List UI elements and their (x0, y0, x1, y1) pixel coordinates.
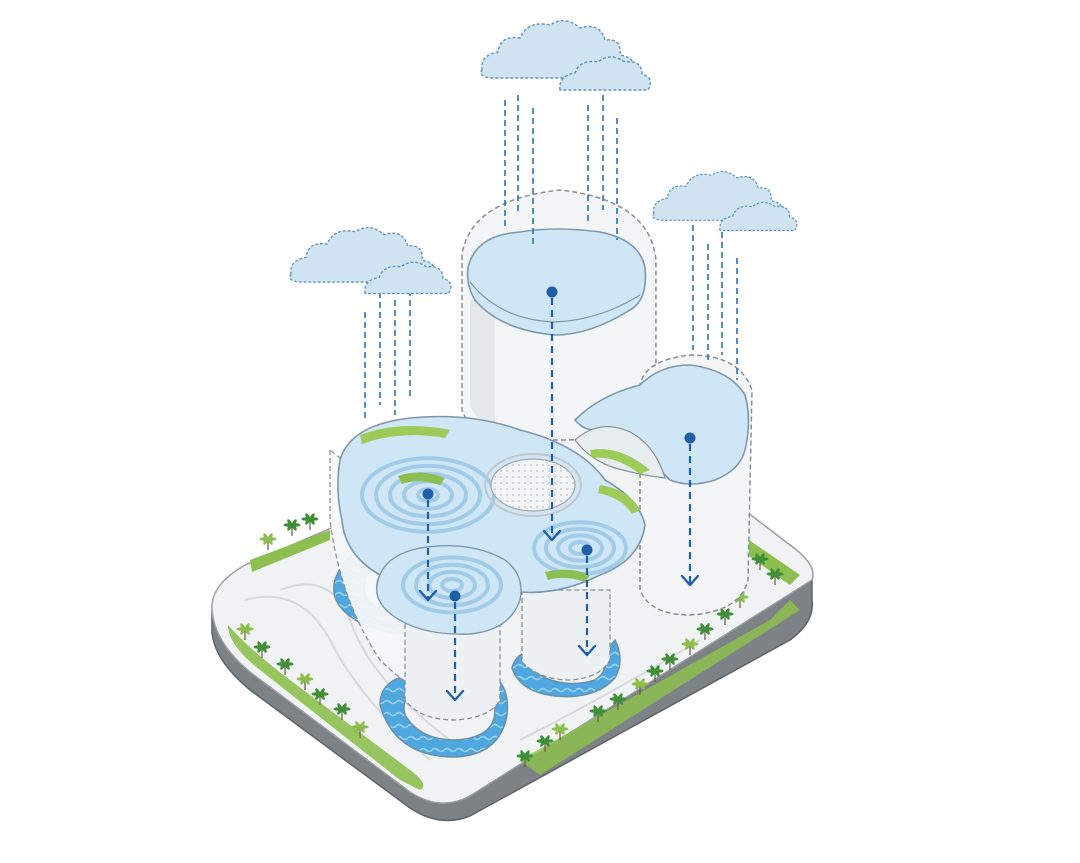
palm-tree-icon (236, 623, 254, 640)
palm-tree-icon (301, 513, 319, 530)
column-mid (521, 589, 611, 681)
palm-tree-icon (589, 705, 607, 722)
cloud-left-icon (289, 227, 452, 295)
front-roof (375, 545, 522, 635)
clouds (289, 20, 798, 295)
palm-tree-icon (296, 673, 314, 690)
ripple-ring (401, 555, 503, 615)
rain-lines (364, 95, 738, 420)
palm-tree-icon (351, 721, 369, 738)
flow-arrows (418, 286, 700, 702)
palm-tree-icon (276, 658, 294, 675)
ripple-ring (414, 562, 490, 608)
palm-tree-icon (536, 735, 554, 752)
planter-back (360, 426, 450, 444)
arrow-small-roof-right (577, 544, 597, 657)
palm-tree-icon (551, 723, 569, 740)
tall-tower-shade (470, 300, 495, 428)
cloud-right-icon (652, 171, 798, 232)
ground-path-3 (519, 639, 701, 741)
arrow-top-tower (542, 286, 562, 542)
arrow-head-icon (418, 589, 438, 602)
arrow-right-tower (680, 432, 700, 587)
top-roof-water (466, 228, 647, 336)
mesh-dome (490, 458, 576, 512)
palm-tree-icon (283, 519, 301, 536)
mesh-dome-rim (484, 453, 582, 517)
planter-mid (545, 569, 590, 582)
ripple-ring (544, 526, 616, 570)
palm-tree-icon (751, 553, 769, 570)
hedge-right (520, 600, 800, 775)
arrow-head-icon (577, 644, 597, 657)
arrow-head-icon (542, 529, 562, 542)
palm-tree-icon (681, 638, 699, 655)
hedge-left (228, 625, 424, 790)
right-roof (573, 364, 750, 485)
arrow-front-pool (445, 590, 465, 702)
cloud-top-center-icon (480, 20, 652, 91)
palm-tree-icon (646, 665, 664, 682)
palm-tree-icon (766, 568, 784, 585)
right-roof-planting (590, 449, 650, 474)
planter-right (598, 485, 640, 514)
palm-tree-icon (716, 608, 734, 625)
palm-tree-icon (259, 533, 277, 550)
palm-tree-icon (696, 623, 714, 640)
arrow-head-icon (680, 574, 700, 587)
palm-tree-icon (333, 703, 351, 720)
palm-tree-icon (631, 678, 649, 695)
palm-tree-icon (311, 688, 329, 705)
palm-tree-icon (516, 750, 534, 767)
ground-path-2 (279, 583, 451, 741)
top-roof (466, 228, 647, 336)
arrow-main-roof (418, 488, 438, 602)
top-roof-edge (469, 281, 641, 323)
arrow-head-icon (445, 689, 465, 702)
palm-tree-icon (609, 693, 627, 710)
ripple-ring (440, 577, 464, 593)
palm-tree-icon (253, 641, 271, 658)
planter-left (398, 472, 445, 485)
palm-tree-icon (661, 653, 679, 670)
hedge-back (250, 530, 330, 572)
ripple-ring (556, 533, 604, 563)
